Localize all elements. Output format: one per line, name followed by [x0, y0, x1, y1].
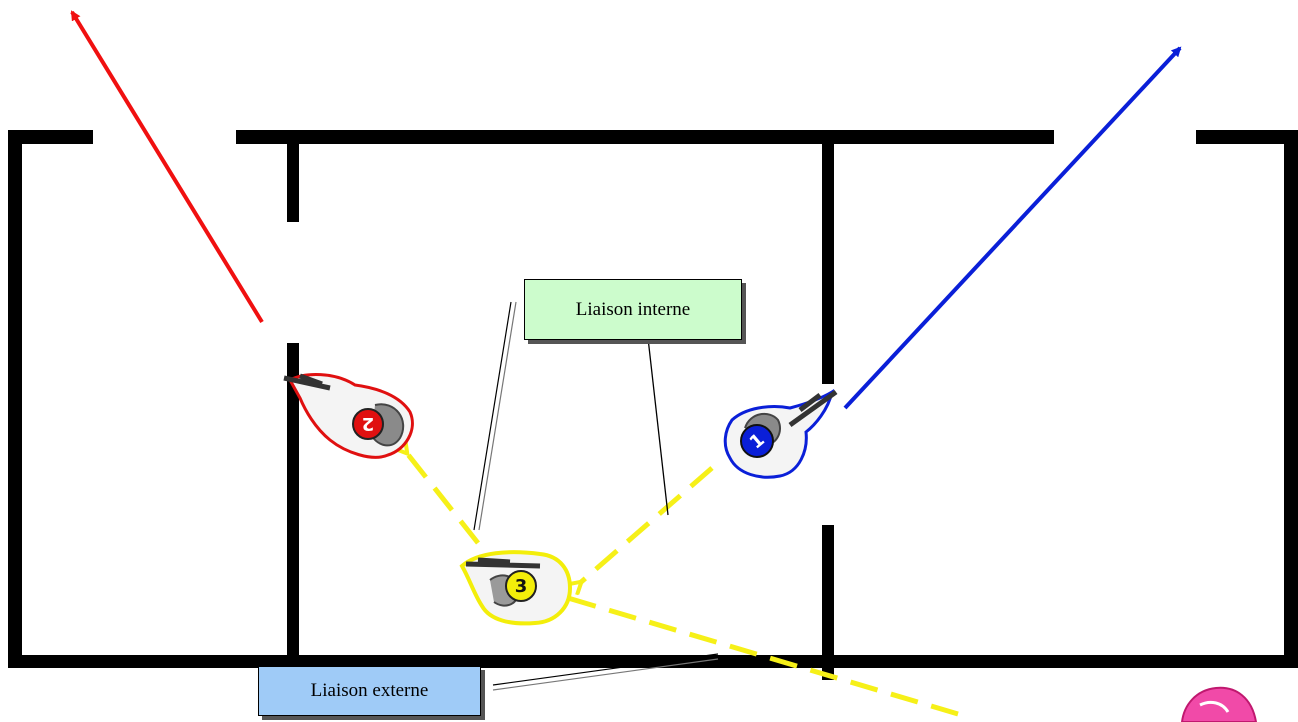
operator-1-badge — [740, 424, 774, 458]
external-liaison-text: Liaison externe — [310, 680, 429, 701]
internal-liaison-label: Liaison interne — [524, 279, 742, 340]
operator-1: 1 — [723, 388, 838, 479]
operator-3-number: 3 — [515, 576, 528, 597]
partition-left-upper — [287, 144, 299, 222]
partition-right-upper — [822, 144, 834, 384]
callout-internal-left-a — [473, 301, 512, 531]
partition-left-lower — [287, 343, 299, 659]
operator-3-rifle-icon — [465, 557, 541, 569]
wall-top-middle — [236, 130, 1054, 144]
operator-2-badge — [352, 408, 384, 440]
callout-external-a — [492, 653, 719, 686]
internal-liaison-text: Liaison interne — [575, 298, 691, 320]
partition-right-lower — [822, 525, 834, 680]
operator-3: 3 — [459, 550, 573, 626]
wall-left — [8, 130, 22, 668]
callout-internal-left-b — [478, 301, 517, 531]
liaison-line-3-to-2 — [406, 452, 480, 545]
liaison-lines — [406, 452, 959, 717]
operator-2-rifle-icon — [283, 373, 331, 391]
callout-internal-right — [647, 337, 669, 516]
wall-right — [1284, 130, 1298, 668]
wall-top-right — [1196, 130, 1298, 144]
callout-external-b — [492, 658, 719, 691]
operator-3-badge — [505, 570, 537, 602]
wall-bottom — [8, 655, 1298, 668]
blue-exit-arrow — [843, 46, 1182, 410]
operator-2: 2 — [283, 373, 414, 459]
operator-2-number: 2 — [362, 413, 375, 434]
wall-top-left — [8, 130, 93, 144]
callout-lines — [473, 301, 719, 691]
partial-figure-bottom-right — [1180, 686, 1258, 722]
red-exit-arrow — [70, 10, 264, 324]
external-liaison-label: Liaison externe — [258, 666, 481, 716]
walls — [8, 130, 1298, 680]
liaison-line-external — [568, 598, 959, 717]
operator-1-rifle-icon — [788, 389, 838, 428]
liaison-line-1-to-3 — [580, 466, 714, 583]
partial-figure-detail — [1199, 700, 1230, 713]
